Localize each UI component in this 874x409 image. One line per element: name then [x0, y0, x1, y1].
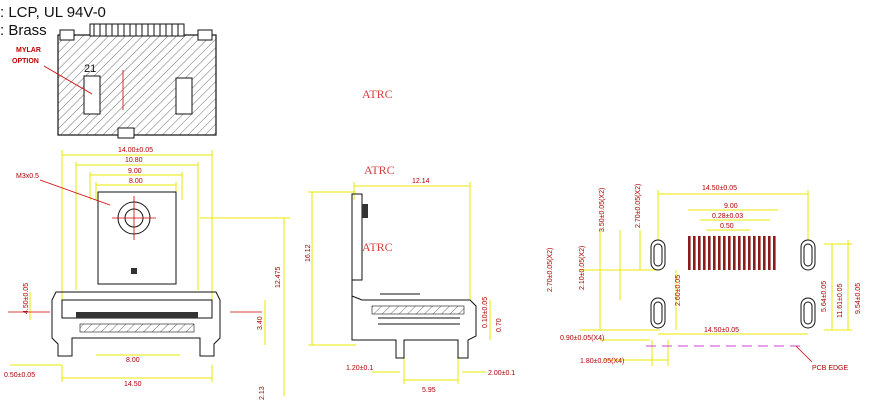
dim-fp-0-90: 0.90±0.05(X4) — [560, 335, 604, 342]
dim-fp-9-00: 9.00 — [724, 203, 738, 210]
watermark-1: ATRC — [362, 87, 393, 101]
material-spec: : LCP, UL 94V-0 — [0, 4, 106, 21]
top-view-pins — [89, 23, 185, 37]
dim-4-50: 4.50±0.05 — [23, 283, 30, 314]
dim-fp-14-50-bottom: 14.50±0.05 — [704, 327, 739, 334]
dim-bottom-8-00: 8.00 — [126, 357, 140, 364]
dim-3-40: 3.40 — [257, 316, 264, 330]
footprint-pads — [688, 236, 776, 270]
contact-spec: : Brass — [0, 22, 47, 39]
side-view-tab — [351, 193, 363, 281]
dim-fp-3-50: 3.50±0.05(X2) — [599, 188, 606, 232]
mylar-label: MYLAR — [16, 47, 41, 54]
footprint-slot-top-left — [650, 239, 666, 271]
dim-9-00: 9.00 — [128, 168, 142, 175]
dim-12-14: 12.14 — [412, 178, 430, 185]
dim-bottom-14-50: 14.50 — [124, 381, 142, 388]
front-view-tab — [97, 191, 177, 285]
option-label: OPTION — [12, 58, 39, 65]
front-view: 14.00±0.05 10.80 9.00 8.00 M3x0.5 12.475… — [4, 147, 290, 400]
dim-fp-2-60: 2.60±0.05 — [675, 275, 682, 306]
dim-2-00: 2.00±0.1 — [488, 370, 515, 377]
footprint-view: 14.50±0.05 9.00 0.28±0.03 0.50 14.50±0.0… — [547, 184, 862, 372]
dim-14-00: 14.00±0.05 — [118, 147, 153, 154]
front-view-body — [51, 291, 221, 357]
dim-5-95: 5.95 — [422, 387, 436, 394]
dim-fp-1-80: 1.80±0.05(X4) — [580, 358, 624, 365]
pcb-edge-label: PCB EDGE — [812, 365, 849, 372]
dim-fp-0-28: 0.28±0.03 — [712, 213, 743, 220]
dim-0-10: 0.10±0.05 — [482, 297, 489, 328]
dim-16-12: 16.12 — [305, 244, 312, 262]
pin-21-label: 21 — [84, 63, 96, 75]
dim-2-13: 2.13 — [259, 386, 266, 400]
top-view: 21 MYLAR OPTION — [12, 23, 217, 139]
dim-fp-11-61: 11.61±0.05 — [837, 283, 844, 318]
dim-12-475: 12.475 — [275, 266, 282, 288]
dim-fp-2-10: 2.10±0.05(X2) — [579, 246, 586, 290]
dim-fp-2-70-top: 2.70±0.05(X2) — [635, 184, 642, 228]
side-view-body — [351, 280, 477, 359]
dim-fp-9-54: 9.54±0.05 — [855, 283, 862, 314]
side-view: 12.14 16.12 0.10±0.05 0.70 1.20±0.1 5.95… — [305, 178, 515, 394]
dim-fp-14-50-top: 14.50±0.05 — [702, 185, 737, 192]
footprint-slot-bottom-left — [650, 297, 666, 329]
watermark-2: ATRC — [364, 163, 395, 177]
dim-10-80: 10.80 — [125, 157, 143, 164]
front-view-pins — [76, 312, 198, 318]
dim-1-20: 1.20±0.1 — [346, 365, 373, 372]
dim-fp-0-50: 0.50 — [720, 223, 734, 230]
watermark-3: ATRC — [362, 240, 393, 254]
dim-0-70: 0.70 — [496, 318, 503, 332]
dim-0-50: 0.50±0.05 — [4, 372, 35, 379]
dim-fp-2-70-left: 2.70±0.05(X2) — [547, 248, 554, 292]
footprint-slot-top-right — [800, 239, 816, 271]
dim-fp-5-64: 5.64±0.05 — [821, 281, 828, 312]
footprint-slot-bottom-right — [800, 297, 816, 329]
dim-8-00: 8.00 — [129, 178, 143, 185]
m3-thread-label: M3x0.5 — [16, 173, 39, 180]
